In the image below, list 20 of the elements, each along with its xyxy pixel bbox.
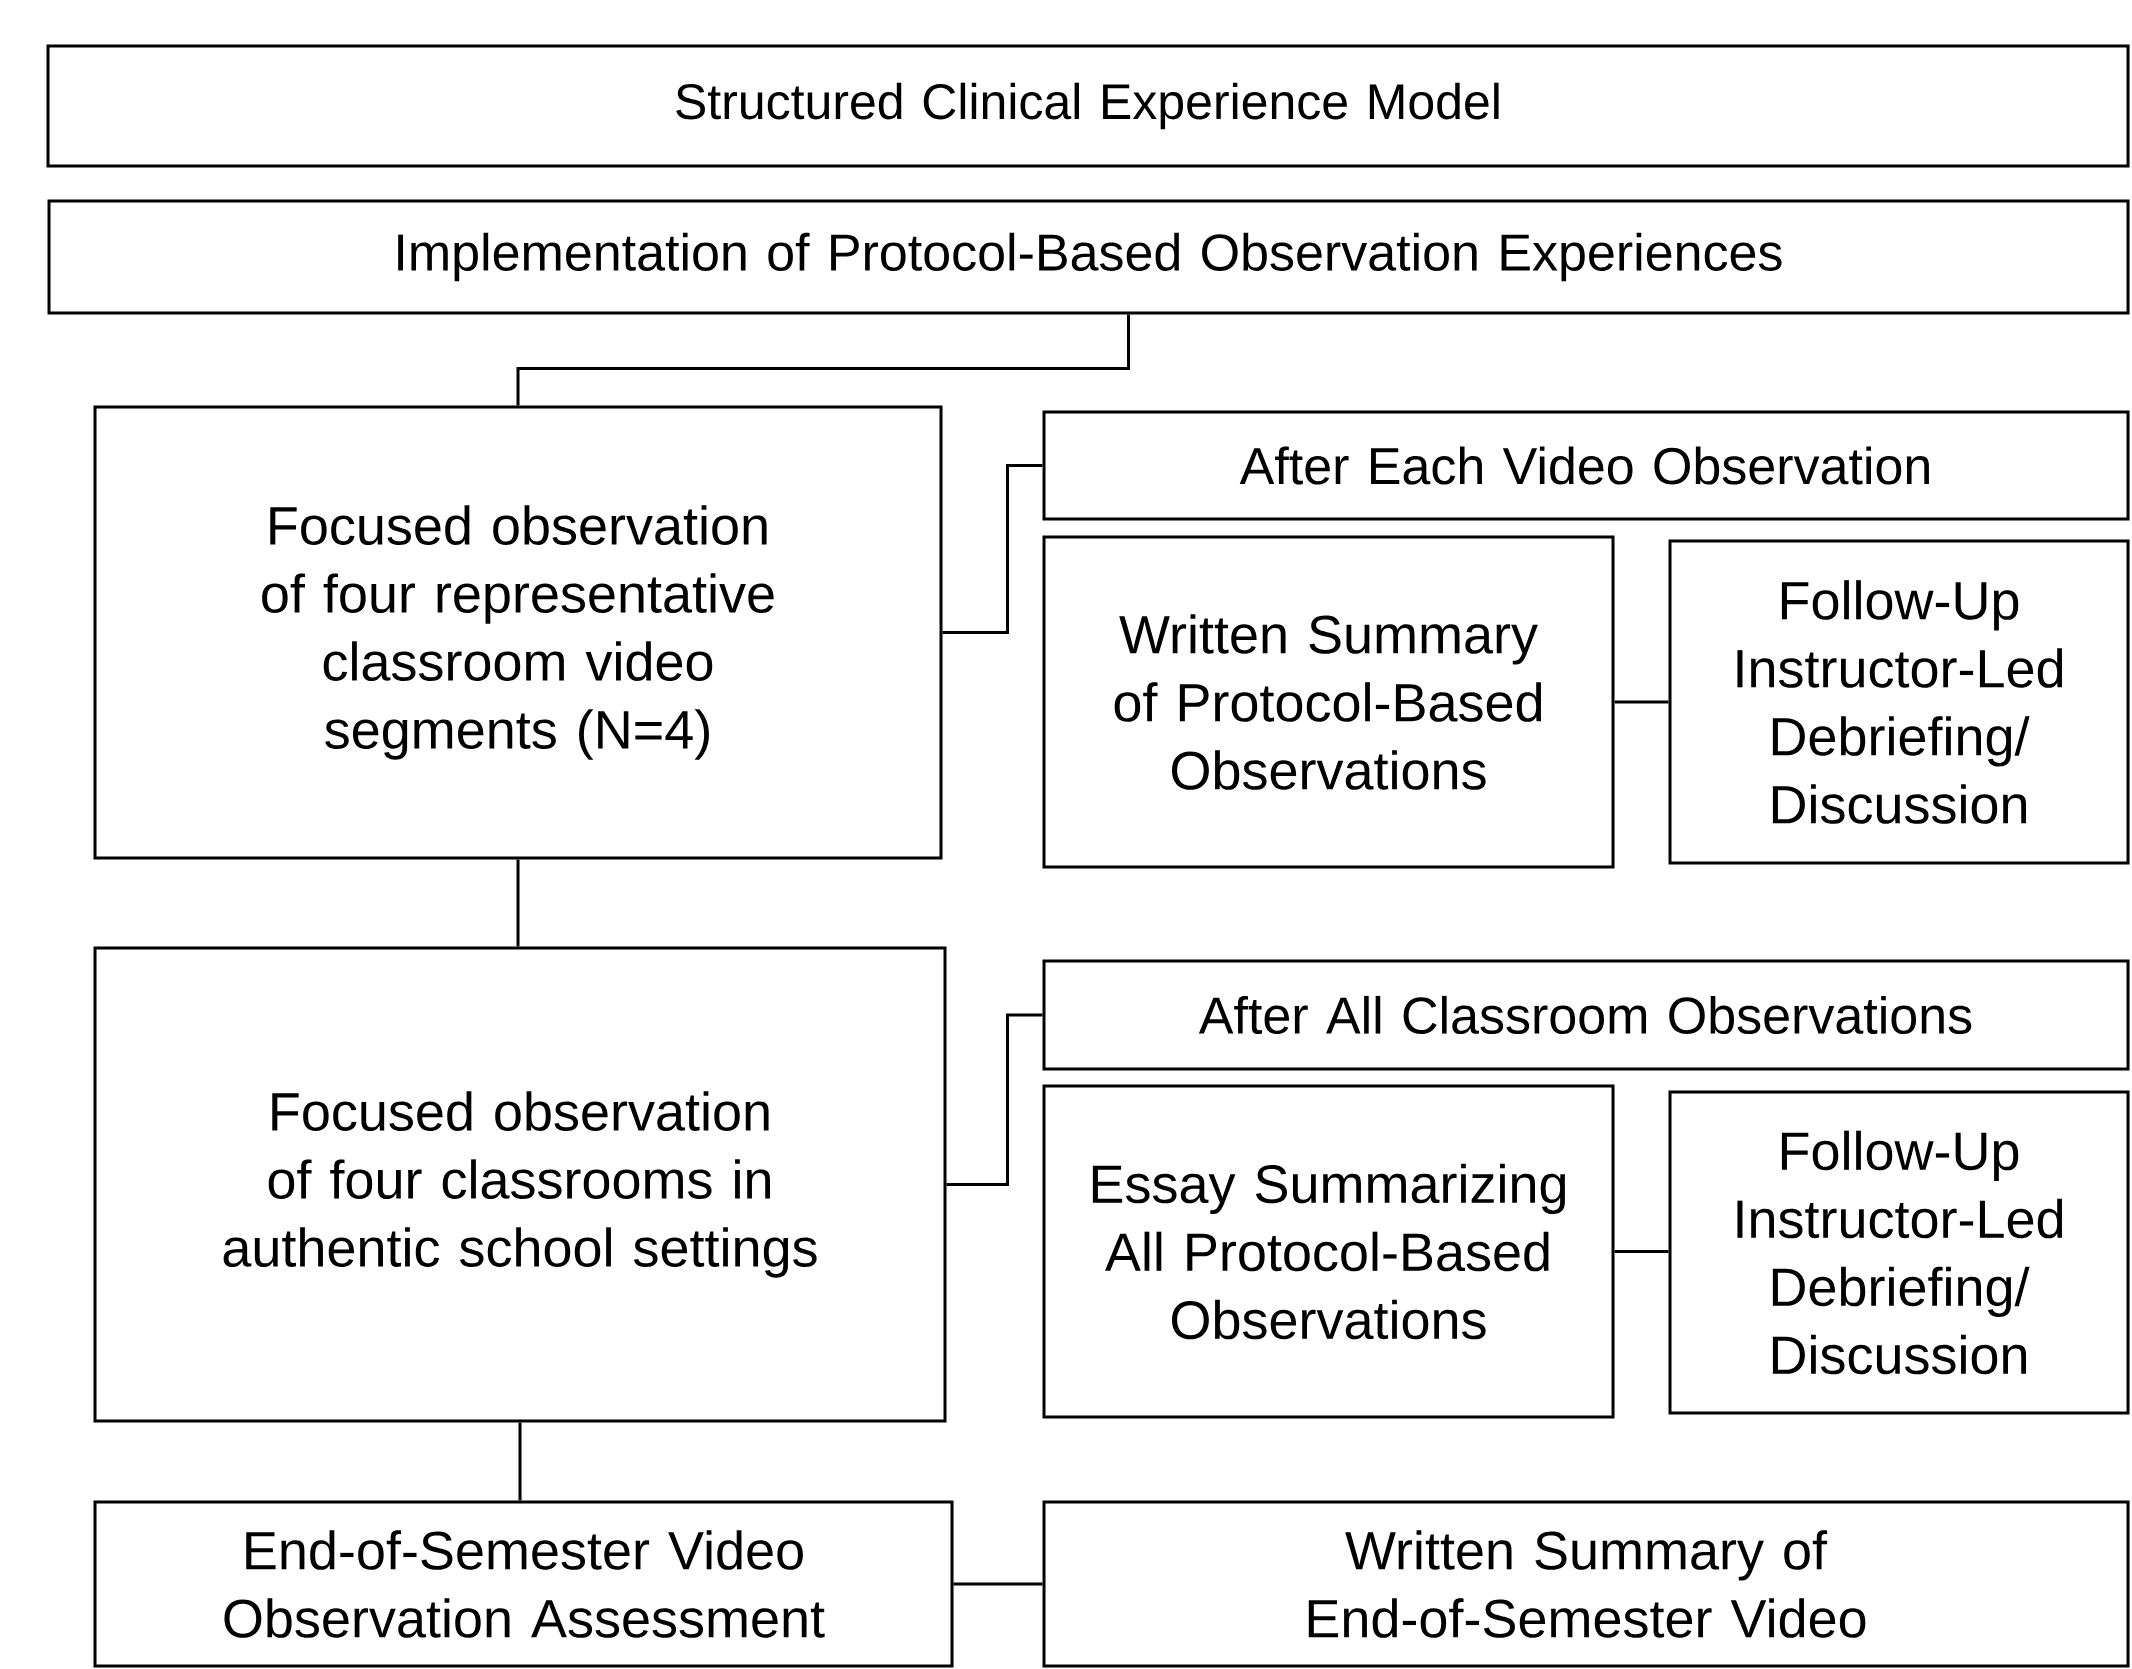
connector-line bbox=[518, 1422, 522, 1501]
connector-line bbox=[946, 1013, 1043, 1186]
heading-box: Implementation of Protocol-Based Observation Experiences bbox=[47, 199, 2130, 315]
process-box: Written Summary of Protocol-Based Observations bbox=[1042, 535, 1615, 869]
heading-box: After All Classroom Observations bbox=[1042, 959, 2130, 1071]
process-box: Follow-Up Instructor-Led Debriefing/ Discussion bbox=[1668, 1090, 2130, 1415]
heading-box: After Each Video Observation bbox=[1042, 410, 2130, 521]
process-box: Focused observation of four representative classroom video segments (N=4) bbox=[93, 405, 943, 860]
process-box: End-of-Semester Video Observation Assessment bbox=[93, 1500, 954, 1668]
connector-line bbox=[516, 859, 520, 947]
connector-line bbox=[1614, 700, 1669, 704]
connector-line bbox=[953, 1582, 1043, 1586]
process-box: Essay Summarizing All Protocol-Based Observations bbox=[1042, 1084, 1615, 1419]
connector-line bbox=[942, 464, 1043, 634]
connector-line bbox=[516, 314, 1130, 406]
process-box: Focused observation of four classrooms in authentic school settings bbox=[93, 946, 947, 1423]
process-box: Written Summary of End-of-Semester Video bbox=[1042, 1500, 2130, 1668]
connector-line bbox=[1614, 1250, 1669, 1253]
process-box: Follow-Up Instructor-Led Debriefing/ Discussion bbox=[1668, 539, 2130, 865]
title-box: Structured Clinical Experience Model bbox=[46, 44, 2130, 168]
